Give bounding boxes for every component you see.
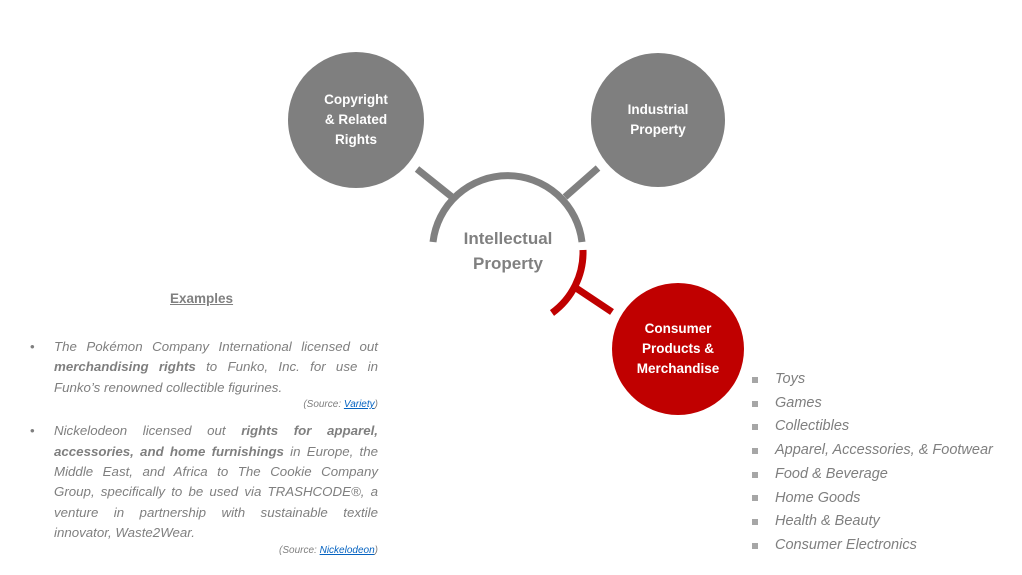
example-bold: rights for apparel, accessories, and hom… xyxy=(54,423,378,459)
category-item: Games xyxy=(752,392,993,416)
example-source: (Source: Nickelodeon) xyxy=(54,544,378,558)
category-label: Health & Beauty xyxy=(775,513,880,530)
example-text: to Funko, Inc. for use in Funko’s renown… xyxy=(54,359,378,395)
connector-left xyxy=(414,166,455,200)
square-bullet-icon xyxy=(752,471,758,478)
square-bullet-icon xyxy=(752,376,758,383)
examples-list: • The Pokémon Company International lice… xyxy=(30,337,378,567)
category-label: Toys xyxy=(775,371,806,387)
source-link-nickelodeon[interactable]: Nickelodeon xyxy=(319,544,375,556)
label-line: Industrial xyxy=(627,102,689,117)
consumer-circle xyxy=(612,283,744,415)
square-bullet-icon xyxy=(752,400,758,407)
source-suffix: ) xyxy=(374,399,378,411)
square-bullet-icon xyxy=(752,447,758,454)
example-item: • Nickelodeon licensed out rights for ap… xyxy=(30,421,378,557)
copyright-circle xyxy=(288,52,424,188)
square-bullet-icon xyxy=(752,424,758,431)
category-item: Collectibles xyxy=(752,415,993,439)
category-item: Health & Beauty xyxy=(752,510,993,534)
category-label: Games xyxy=(775,394,822,411)
category-label: Apparel, Accessories, & Footwear xyxy=(775,442,993,459)
category-item: Consumer Electronics xyxy=(752,534,993,558)
source-prefix: (Source: xyxy=(279,544,320,556)
example-text: in Europe, the Middle East, and Africa t… xyxy=(54,443,378,541)
square-bullet-icon xyxy=(752,519,758,526)
category-item: Toys xyxy=(752,368,993,392)
examples-title: Examples xyxy=(170,291,234,306)
label-line: Consumer xyxy=(644,321,712,336)
label-line: Copyright xyxy=(324,92,388,107)
industrial-circle xyxy=(591,53,725,187)
category-label: Food & Beverage xyxy=(775,465,888,482)
category-label: Home Goods xyxy=(775,489,861,506)
source-link-variety[interactable]: Variety xyxy=(343,399,375,411)
example-text: The Pokémon Company International licens… xyxy=(54,339,378,354)
category-label: Consumer Electronics xyxy=(775,536,917,553)
category-item: Food & Beverage xyxy=(752,463,993,487)
category-list: Toys Games Collectibles Apparel, Accesso… xyxy=(752,368,993,558)
label-line: Intellectual xyxy=(463,229,553,248)
label-line: Property xyxy=(630,122,686,137)
square-bullet-icon xyxy=(752,495,758,502)
label-line: Rights xyxy=(335,132,377,147)
bullet-icon: • xyxy=(30,339,35,354)
example-bold: merchandising rights xyxy=(54,359,196,375)
label-line: Merchandise xyxy=(636,361,720,376)
category-item: Apparel, Accessories, & Footwear xyxy=(752,439,993,463)
example-item: • The Pokémon Company International lice… xyxy=(30,337,378,412)
label-line: Property xyxy=(473,254,543,273)
category-item: Home Goods xyxy=(752,487,993,511)
center-arc xyxy=(429,172,586,243)
connector-right xyxy=(562,165,601,200)
source-prefix: (Source: xyxy=(303,399,344,411)
label-line: Products & xyxy=(641,341,714,356)
center-arc-red xyxy=(549,249,587,316)
source-suffix: ) xyxy=(374,544,378,556)
connector-red xyxy=(574,285,614,315)
bullet-icon: • xyxy=(30,423,35,439)
square-bullet-icon xyxy=(752,542,758,549)
example-source: (Source: Variety) xyxy=(54,398,378,412)
label-line: & Related xyxy=(324,112,388,127)
category-label: Collectibles xyxy=(775,418,850,435)
example-text: Nickelodeon licensed out xyxy=(54,423,242,439)
